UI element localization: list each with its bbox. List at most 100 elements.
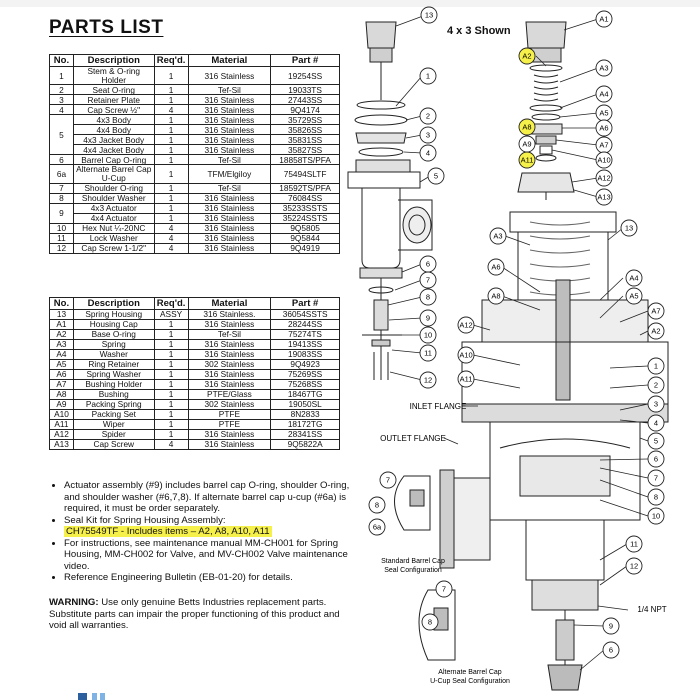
callout-circle [419, 371, 437, 389]
page-title: PARTS LIST [49, 17, 164, 38]
table-cell: 316 Stainless [187, 144, 272, 156]
table-cell: 316 Stainless [187, 369, 272, 380]
table-cell: 4x3 Actuator [72, 202, 155, 214]
table-cell: A13 [49, 439, 74, 450]
table-cell: 316 Stainless [187, 349, 272, 360]
callout-circle [620, 219, 638, 237]
table-cell: Barrel Cap O-ring [72, 154, 155, 166]
table-header: Req'd. [153, 297, 189, 310]
callout-circle [595, 85, 613, 103]
table-cell: Alternate Barrel Cap U-Cup [72, 164, 155, 184]
callout-circle [602, 641, 620, 659]
warning-label: WARNING: [49, 597, 99, 608]
callout-label: A7 [651, 307, 660, 316]
callout-label: A2 [651, 327, 660, 336]
table-cell: 1 [153, 399, 189, 410]
table-cell: 316 Stainless [187, 202, 272, 214]
callout-circle [647, 432, 665, 450]
table-cell: 1 [49, 65, 74, 86]
table-cell: A3 [49, 339, 74, 350]
callout-circle [647, 376, 665, 394]
table-cell: Tef-Sil [187, 154, 272, 166]
table-cell: Stem & O-ring Holder [72, 65, 155, 86]
table-cell: 1 [153, 419, 189, 430]
callout-circle [647, 322, 665, 340]
callout-label: 5 [654, 437, 658, 446]
table-cell: 35826SS [270, 124, 340, 136]
callout-label: A10 [597, 156, 610, 165]
table-cell: 9Q4919 [270, 242, 340, 254]
table-cell: 316 Stainless [187, 222, 272, 234]
table-cell: Spider [72, 429, 155, 440]
callout-circle [595, 119, 613, 137]
table-cell: Lock Washer [72, 232, 155, 244]
callout-circle [419, 309, 437, 327]
callout-label: 8 [426, 293, 430, 302]
table-cell: Spring Housing [72, 309, 155, 320]
table-cell: 9 [49, 202, 74, 224]
callout-label: A11 [521, 156, 534, 165]
table-cell: 18172TG [270, 419, 340, 430]
callout-label: A9 [522, 140, 531, 149]
callout-label: 1 [426, 72, 430, 81]
npt-label: 1/4 NPT [637, 605, 666, 614]
callout-label: 7 [426, 276, 430, 285]
table-header: Material [187, 54, 272, 67]
callout-circle [419, 326, 437, 344]
table-cell: Spring [72, 339, 155, 350]
table-cell: 1 [153, 154, 189, 166]
callout-label: 6a [373, 523, 382, 532]
callout-label: 7 [654, 474, 658, 483]
table-cell: 316 Stainless [187, 429, 272, 440]
table-cell: Wiper [72, 419, 155, 430]
table-header: Part # [270, 54, 340, 67]
callout-circle [487, 258, 505, 276]
callout-label: 9 [609, 622, 613, 631]
table-cell: 1 [153, 164, 189, 184]
table-cell: 1 [153, 144, 189, 156]
std-config-line1: Standard Barrel Cap [381, 558, 445, 565]
callout-circle [419, 271, 437, 289]
callout-circle [487, 287, 505, 305]
table-cell: 8N2833 [270, 409, 340, 420]
table-cell: Base O-ring [72, 329, 155, 340]
table-cell: 2 [49, 84, 74, 96]
table-cell: 9Q4923 [270, 359, 340, 370]
table-cell: A1 [49, 319, 74, 330]
table-cell: Housing Cap [72, 319, 155, 330]
table-cell: 1 [153, 329, 189, 340]
callout-circle [595, 10, 613, 28]
note-bulletin: Reference Engineering Bulletin (EB-01-20… [64, 572, 354, 584]
callout-label: 2 [426, 112, 430, 121]
table-cell: Spring Washer [72, 369, 155, 380]
table-cell: 76084SS [270, 192, 340, 204]
callout-label: A8 [522, 123, 531, 132]
table-cell: PTFE/Glass [187, 389, 272, 400]
valve-exploded-diagram: 13123456789101112A1A2A3A4A5A6A8A9A7A11A1… [347, 6, 669, 691]
callout-label: 6 [609, 646, 613, 655]
table-cell: 35831SS [270, 134, 340, 146]
table-cell: 316 Stainless [187, 212, 272, 224]
table-cell: 28244SS [270, 319, 340, 330]
callout-circle [595, 169, 613, 187]
table-cell: 1 [153, 212, 189, 224]
table-cell: 9Q5844 [270, 232, 340, 244]
callout-label: 13 [425, 11, 433, 20]
note-seal-kit: Seal Kit for Spring Housing Assembly: CH… [64, 515, 354, 538]
callout-label: A12 [597, 174, 610, 183]
callout-circle [647, 302, 665, 320]
table-cell: 75268SS [270, 379, 340, 390]
inlet-flange-label: INLET FLANGE [410, 402, 467, 411]
table-cell: 316 Stainless [187, 134, 272, 146]
note-seal-kit-label: Seal Kit for Spring Housing Assembly: [64, 514, 226, 526]
warning-text: Use only genuine Betts Industries replac… [49, 597, 340, 631]
